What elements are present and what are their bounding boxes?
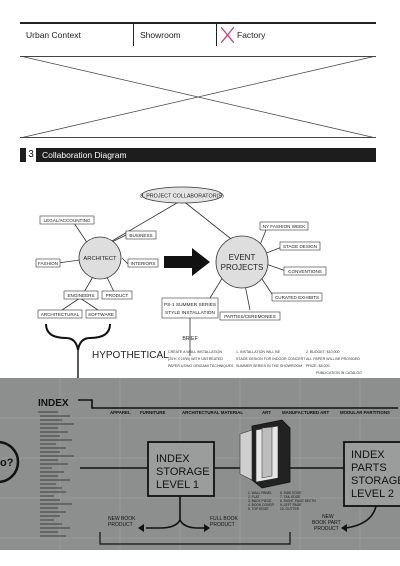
- side-text: o?: [0, 457, 14, 469]
- link-label: BUSINESS: [129, 233, 152, 238]
- note-line: PUBLICATION IN CATALOG: [316, 371, 362, 375]
- link-label: PARTIES/CEREMONIES: [224, 314, 275, 319]
- ps1-node: PS-1 SUMMER SERIES STYLE INSTALLATION: [161, 297, 219, 319]
- index-storage-panel: o? INDEX APPAREL FURNITURE ARCHITECTURAL…: [0, 378, 400, 550]
- link-label: ENGINEERS: [67, 293, 94, 298]
- link-label: FASHION: [38, 261, 58, 266]
- parts-list-item: 5. TOP EDGE: [248, 507, 269, 511]
- ps1-label: STYLE INSTALLATION: [165, 310, 215, 316]
- flow-label: PRODUCT: [108, 522, 133, 528]
- category-label: ARCHITECTURAL MATERIAL: [182, 410, 243, 415]
- category-label: APPAREL: [110, 410, 131, 415]
- image-placeholder: [20, 56, 376, 138]
- flow-label: FULL BOOK: [210, 516, 239, 522]
- root-label: 8. PROJECT COLLABORATOR(S): [140, 194, 224, 200]
- note-line: PAPER USING ORIGAMI TECHNIQUES: [168, 364, 234, 368]
- storage-label: INDEX: [351, 449, 385, 461]
- ps1-label: PS-1 SUMMER SERIES: [164, 302, 216, 308]
- tab-factory[interactable]: Factory: [217, 24, 376, 46]
- architect-node: ARCHITECT: [78, 236, 122, 280]
- flow-label: PRODUCT: [210, 522, 235, 528]
- curly-brace-icon: [45, 323, 111, 351]
- event-label: PROJECTS: [221, 263, 264, 272]
- parts-list-item: 1. WALL PANEL: [248, 491, 272, 495]
- note-line: (20'H X 15'W) WITH UNTREATED: [168, 357, 223, 361]
- link-label: INTERIORS: [130, 261, 155, 266]
- tab-divider: [133, 24, 134, 46]
- collaboration-diagram: 8. PROJECT COLLABORATOR(S) ARCHITECT LEG…: [35, 186, 362, 380]
- flow-label: BOOK PART: [312, 520, 341, 526]
- tab-showroom[interactable]: Showroom: [134, 24, 216, 46]
- link-label: SOFTWARE: [88, 312, 114, 317]
- index-title: INDEX: [38, 398, 69, 409]
- link-label: NY FASHION WEEK: [263, 224, 306, 229]
- storage-level-1-box: INDEX STORAGE LEVEL 1: [147, 441, 215, 497]
- event-projects-node: EVENT PROJECTS: [215, 235, 269, 289]
- parts-list-item: 3. BACK PIECE: [248, 499, 272, 503]
- section-title: Collaboration Diagram: [42, 150, 127, 160]
- index-list: [38, 411, 74, 537]
- storage-label: LEVEL 2: [351, 488, 394, 500]
- link-label: CONVENTIONS: [288, 269, 322, 274]
- category-label: MANUFACTURED ART: [282, 410, 329, 415]
- parts-list-item: 7. TAIL EDGE: [280, 495, 301, 499]
- note-line: STAGE DESIGN FOR INDOOR CONCERT: [236, 357, 306, 361]
- storage-label: STORAGE: [156, 466, 210, 478]
- parts-list-item: 2. FLAT: [248, 495, 259, 499]
- architect-label: ARCHITECT: [83, 256, 117, 262]
- link-label: PRODUCT: [106, 293, 129, 298]
- storage-label: PARTS: [351, 462, 387, 474]
- note-line: CREATE A WALL INSTALLATION: [168, 350, 222, 354]
- tab-label: Urban Context: [26, 30, 81, 40]
- note-line: SUMMER SERIES IN THE SHOWROOM: [236, 364, 302, 368]
- section-header: 3 Collaboration Diagram: [20, 148, 376, 162]
- storage-label: STORAGE: [351, 475, 400, 487]
- flow-label: PRODUCT: [314, 526, 339, 532]
- tab-label: Factory: [237, 30, 266, 40]
- category-label: FURNITURE: [140, 410, 165, 415]
- category-label: MODULAR PARTITIONS: [340, 410, 390, 415]
- close-x-icon: [221, 27, 234, 43]
- parts-list-item: 10. GUTTER: [280, 507, 300, 511]
- parts-list-item: 9. LEFT PAGE: [280, 503, 302, 507]
- tab-divider: [216, 24, 217, 46]
- index-storage-diagram: o? INDEX APPAREL FURNITURE ARCHITECTURAL…: [0, 378, 400, 550]
- storage-label: INDEX: [156, 453, 190, 465]
- brief-notes: CREATE A WALL INSTALLATION (20'H X 15'W)…: [168, 350, 362, 375]
- right-arrow-icon: [164, 248, 210, 276]
- tab-label: Showroom: [140, 30, 181, 40]
- parts-list-item: 4. BOOK COVER: [248, 503, 274, 507]
- root-node: 8. PROJECT COLLABORATOR(S): [140, 186, 224, 204]
- event-label: EVENT: [229, 253, 256, 262]
- parts-list-item: 6. SIDE EDGE: [280, 491, 302, 495]
- link-label: ARCHITECTURAL: [41, 312, 80, 317]
- flow-label: NEW: [322, 514, 334, 520]
- circle-edge-icon: [0, 440, 20, 484]
- flow-label: NEW BOOK: [108, 516, 136, 522]
- tab-bar: Urban Context Showroom Factory: [20, 22, 376, 48]
- section-number: 3: [26, 148, 36, 162]
- note-line: ALL PAPER WILL BE PROVIDED: [306, 357, 360, 361]
- storage-label: LEVEL 1: [156, 479, 199, 491]
- link-label: LEGAL/ACCOUNTING: [44, 218, 91, 223]
- tab-urban-context[interactable]: Urban Context: [20, 24, 133, 46]
- storage-level-2-box: INDEX PARTS STORAGE LEVEL 2: [343, 441, 400, 507]
- link-label: STAGE DESIGN: [283, 244, 317, 249]
- hypothetical-label: HYPOTHETICAL: [92, 350, 169, 361]
- note-line: 2. BUDGET: $10,000: [306, 350, 340, 354]
- category-label: ART: [262, 410, 271, 415]
- book-illustration: [239, 419, 291, 489]
- note-line: PRIZE: $8,000: [306, 364, 330, 368]
- note-line: 1. INSTALLATION WILL BE: [236, 350, 281, 354]
- parts-list-item: 8. RIGHT PAGE SECTN: [280, 499, 316, 503]
- brief-label: BRIEF: [182, 336, 197, 342]
- link-label: CURATED EXHIBITS: [275, 295, 319, 300]
